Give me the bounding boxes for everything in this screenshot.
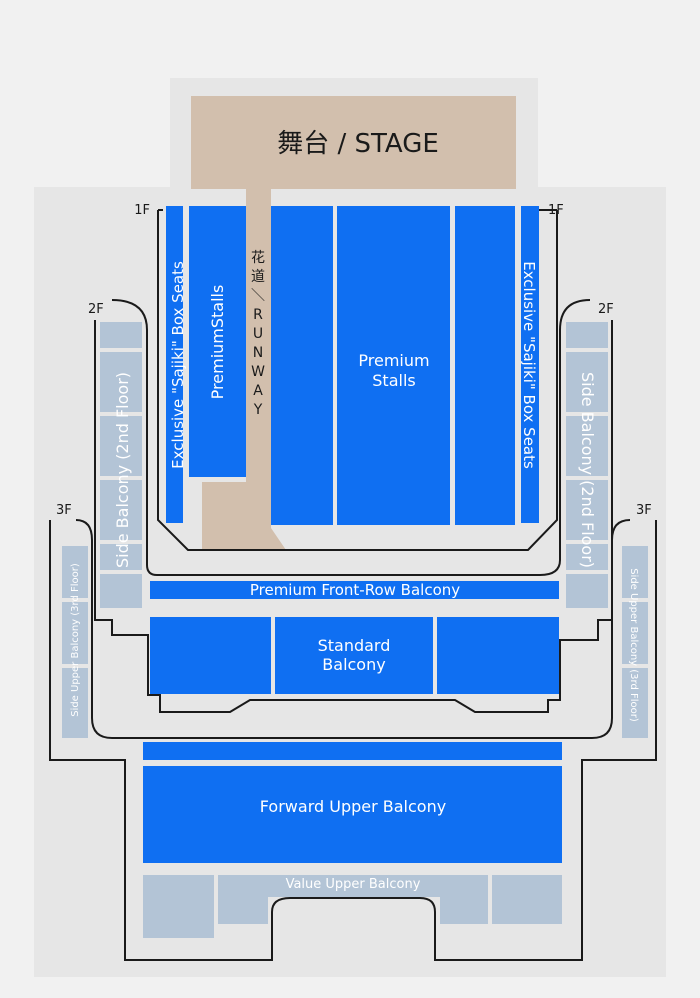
premium-stalls-block-b[interactable] bbox=[337, 206, 450, 525]
forward-upper-balcony[interactable] bbox=[143, 766, 562, 863]
standard-balcony-left[interactable] bbox=[150, 617, 271, 694]
forward-upper-row[interactable] bbox=[143, 742, 562, 760]
premium-front-row-balcony[interactable] bbox=[150, 581, 559, 599]
premium-front-row-label: Premium Front-Row Balcony bbox=[250, 581, 460, 599]
stage-label: 舞台 / STAGE bbox=[277, 129, 439, 159]
floor-2-outline-inner bbox=[111, 299, 591, 576]
standard-balcony-label-line: Standard bbox=[318, 636, 391, 655]
runway-label-char: 花 bbox=[251, 250, 265, 266]
value-upper-balcony-label: Value Upper Balcony bbox=[286, 877, 421, 892]
floor-1f-right-label: 1F bbox=[548, 203, 564, 218]
floor-3-outline-outer bbox=[49, 520, 657, 961]
side-upper-balcony-left[interactable] bbox=[62, 546, 88, 738]
premium-stalls-label-line: Premium bbox=[358, 351, 429, 370]
runway-label-char: ＼ bbox=[251, 288, 265, 304]
runway-path bbox=[202, 188, 286, 550]
runway-label-char: 道 bbox=[251, 269, 265, 285]
runway-label-char: U bbox=[253, 326, 263, 342]
runway-label-char: N bbox=[253, 345, 263, 361]
standard-balcony-label-line: Balcony bbox=[322, 655, 385, 674]
floor-3-outline-inner bbox=[75, 519, 631, 739]
floor-1-outline bbox=[157, 210, 558, 551]
box-seats-left-label: Exclusive "Sajiki" Box Seats bbox=[169, 261, 187, 469]
floor-3f-left-label: 3F bbox=[56, 503, 72, 518]
premium-stalls-left-label: PremiumStalls bbox=[208, 285, 227, 400]
side-upper-balcony-right-label: Side Upper Balcony (3rd Floor) bbox=[628, 568, 639, 722]
standard-balcony-right[interactable] bbox=[437, 617, 559, 694]
premium-stalls-block-c[interactable] bbox=[455, 206, 515, 525]
box-seats-left[interactable] bbox=[166, 206, 183, 523]
runway-label-char: A bbox=[253, 383, 263, 399]
standard-balcony-center[interactable] bbox=[275, 617, 433, 694]
floor-1f-left-label: 1F bbox=[134, 203, 150, 218]
floor-2f-left-label: 2F bbox=[88, 302, 104, 317]
floor-2f-right-label: 2F bbox=[598, 302, 614, 317]
value-upper-balcony[interactable] bbox=[143, 875, 562, 938]
floor-2-outline-outer bbox=[94, 320, 613, 713]
runway-label-char: W bbox=[251, 364, 265, 380]
side-upper-balcony-left-label: Side Upper Balcony (3rd Floor) bbox=[70, 563, 81, 717]
side-balcony-left[interactable] bbox=[100, 322, 142, 608]
side-upper-balcony-right[interactable] bbox=[622, 546, 648, 738]
premium-stalls-block-a[interactable] bbox=[271, 206, 333, 525]
box-seats-right-label: Exclusive "Sajiki" Box Seats bbox=[520, 261, 538, 469]
premium-stalls-left-block[interactable] bbox=[189, 206, 246, 477]
stage-block bbox=[191, 96, 516, 189]
premium-stalls-label-line: Stalls bbox=[372, 371, 415, 390]
side-balcony-left-label: Side Balcony (2nd Floor) bbox=[113, 372, 132, 568]
side-balcony-right-label: Side Balcony (2nd Floor) bbox=[578, 372, 597, 568]
side-balcony-right[interactable] bbox=[566, 322, 608, 608]
floor-3f-right-label: 3F bbox=[636, 503, 652, 518]
runway-label-char: R bbox=[253, 307, 263, 323]
runway-label-char: Y bbox=[253, 402, 263, 418]
box-seats-right[interactable] bbox=[521, 206, 539, 523]
forward-upper-balcony-label: Forward Upper Balcony bbox=[260, 797, 446, 816]
